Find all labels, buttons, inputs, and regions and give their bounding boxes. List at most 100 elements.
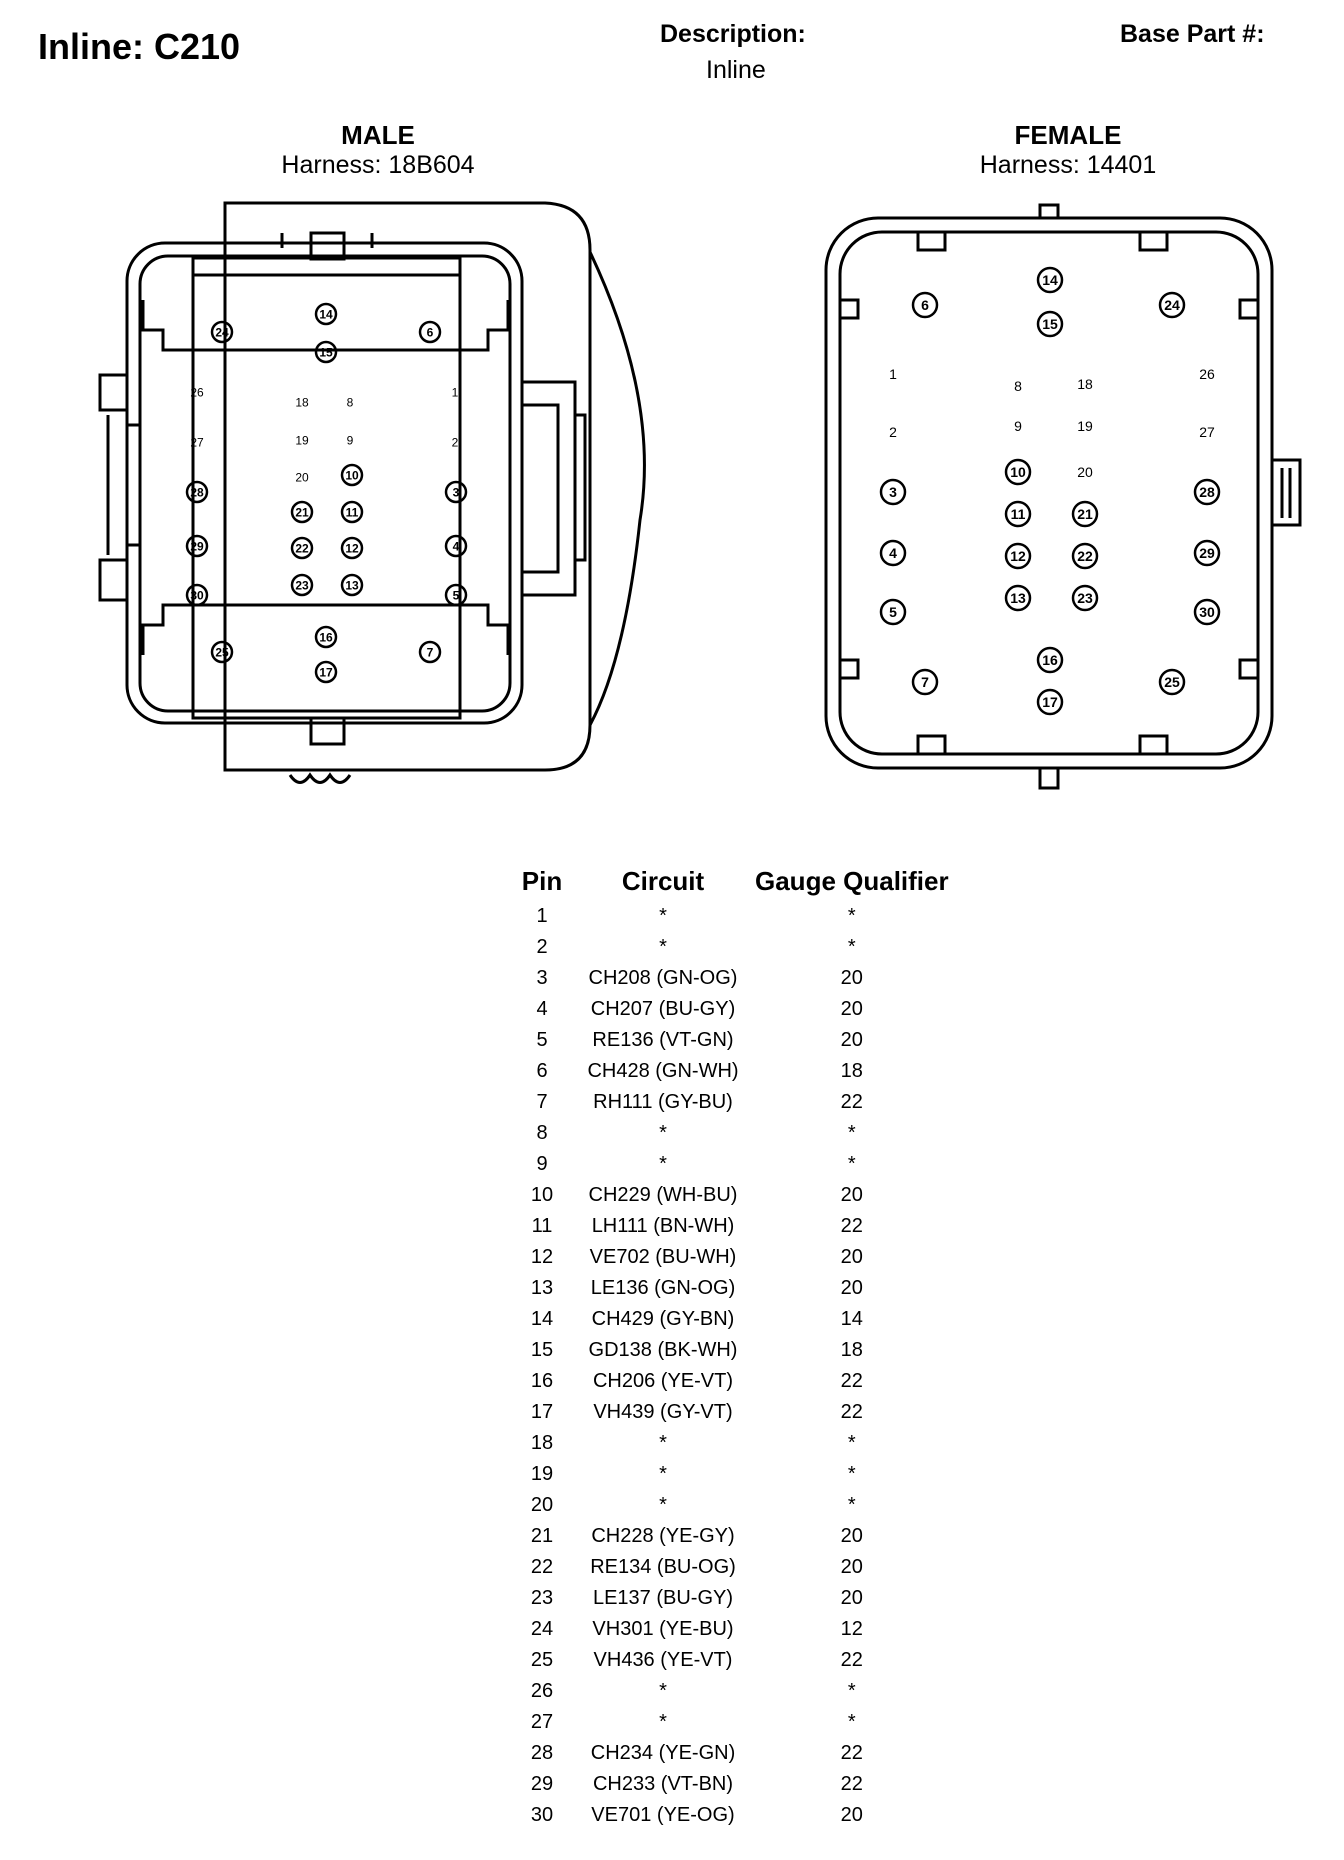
female-pin-11-circle xyxy=(1004,500,1032,528)
pin-number-cell: 13 xyxy=(530,1277,554,1299)
female-pin-22-label: 22 xyxy=(1077,548,1093,564)
circuit-cell: * xyxy=(659,1463,667,1485)
pin-number-cell: 29 xyxy=(530,1773,554,1795)
pin-number-cell: 20 xyxy=(530,1494,554,1516)
pin-number-cell: 5 xyxy=(536,1029,548,1051)
circuit-cell: * xyxy=(659,1153,667,1175)
circuit-cell: CH206 (YE-VT) xyxy=(592,1370,734,1392)
female-pin-18-label: 18 xyxy=(1077,376,1093,392)
male-pin-28-label: 28 xyxy=(190,485,204,499)
female-pin-13-label: 13 xyxy=(1010,590,1026,606)
female-pin-12-label: 12 xyxy=(1010,548,1026,564)
male-pin-28-circle xyxy=(185,480,209,504)
gauge-cell: 20 xyxy=(840,998,863,1020)
gauge-cell: * xyxy=(847,936,856,958)
male-pin-9-label: 9 xyxy=(347,433,354,447)
pin-number-cell: 8 xyxy=(536,1122,548,1144)
male-harness-label: Harness: 18B604 xyxy=(281,151,475,179)
gauge-cell: * xyxy=(847,905,856,927)
circuit-cell: RE134 (BU-OG) xyxy=(590,1556,736,1578)
table-header-row: Pin Circuit Gauge Qualifier xyxy=(505,866,957,901)
male-pin-5-label: 5 xyxy=(453,588,460,602)
female-connector-housing xyxy=(824,203,1302,790)
female-pin-30-circle xyxy=(1193,598,1221,626)
female-pin-9-label: 9 xyxy=(1014,418,1022,434)
male-pin-24-label: 24 xyxy=(215,325,229,339)
table-row: 26** xyxy=(505,1676,957,1707)
male-pin-17-label: 17 xyxy=(319,665,333,679)
circuit-cell: VE702 (BU-WH) xyxy=(589,1246,737,1268)
female-pin-23-label: 23 xyxy=(1077,590,1093,606)
circuit-cell: LE137 (BU-GY) xyxy=(592,1587,734,1609)
female-pin-12-circle xyxy=(1004,542,1032,570)
table-row: 19** xyxy=(505,1459,957,1490)
male-pin-10-label: 10 xyxy=(345,468,359,482)
female-pin-13-circle xyxy=(1004,584,1032,612)
gauge-cell: 12 xyxy=(840,1618,863,1640)
female-pin-30-label: 30 xyxy=(1199,604,1215,620)
female-pin-7-label: 7 xyxy=(921,674,929,690)
male-pin-17-circle xyxy=(314,660,338,684)
female-pin-28-label: 28 xyxy=(1199,484,1215,500)
female-pin-25-label: 25 xyxy=(1164,674,1180,690)
female-pin-4-circle xyxy=(879,539,907,567)
gauge-column-header: Gauge Qualifier xyxy=(755,866,949,896)
circuit-cell: * xyxy=(659,1122,667,1144)
male-pin-7-label: 7 xyxy=(427,645,434,659)
female-harness-label: Harness: 14401 xyxy=(979,151,1157,179)
female-pin-22-circle xyxy=(1071,542,1099,570)
gauge-cell: 20 xyxy=(840,1277,863,1299)
gauge-cell: 22 xyxy=(840,1370,863,1392)
pin-number-cell: 14 xyxy=(530,1308,554,1330)
female-pin-6-label: 6 xyxy=(921,297,929,313)
male-pin-7-circle xyxy=(418,640,442,664)
female-pin-10-circle xyxy=(1004,458,1032,486)
gauge-cell: * xyxy=(847,1432,856,1454)
pin-column-header: Pin xyxy=(521,866,563,896)
circuit-cell: CH208 (GN-OG) xyxy=(588,967,738,989)
male-pin-14-label: 14 xyxy=(319,307,333,321)
circuit-cell: VH439 (GY-VT) xyxy=(593,1401,733,1423)
female-pin-16-circle xyxy=(1036,646,1064,674)
male-pin-27-label: 27 xyxy=(190,435,204,449)
pin-number-cell: 25 xyxy=(530,1649,554,1671)
male-pin-30-circle xyxy=(185,583,209,607)
female-pin-11-label: 11 xyxy=(1011,506,1026,522)
female-pin-2-label: 2 xyxy=(889,424,897,440)
female-pin-28-circle xyxy=(1193,478,1221,506)
female-connector-label: FEMALE xyxy=(1014,120,1122,150)
male-pin-4-label: 4 xyxy=(453,539,460,553)
male-pin-23-label: 23 xyxy=(295,578,309,592)
gauge-cell: 20 xyxy=(840,967,863,989)
male-pin-13-label: 13 xyxy=(345,578,359,592)
female-pin-24-label: 24 xyxy=(1164,297,1180,313)
circuit-cell: CH207 (BU-GY) xyxy=(590,998,736,1020)
pin-number-cell: 11 xyxy=(531,1215,553,1237)
female-pin-24-circle xyxy=(1158,291,1186,319)
circuit-cell: * xyxy=(659,1711,667,1733)
pin-number-cell: 23 xyxy=(530,1587,554,1609)
circuit-cell: * xyxy=(659,936,667,958)
female-pin-layout: 3456710111213141516172122232425282930128… xyxy=(879,266,1221,716)
table-row: 1** xyxy=(505,901,957,932)
gauge-cell: 22 xyxy=(840,1401,863,1423)
male-pin-29-circle xyxy=(185,534,209,558)
pin-number-cell: 16 xyxy=(530,1370,554,1392)
gauge-cell: * xyxy=(847,1494,856,1516)
pin-number-cell: 28 xyxy=(530,1742,554,1764)
female-pin-14-circle xyxy=(1036,266,1064,294)
circuit-cell: * xyxy=(659,1432,667,1454)
female-pin-5-circle xyxy=(879,598,907,626)
male-pin-29-label: 29 xyxy=(190,539,204,553)
female-pin-26-label: 26 xyxy=(1199,366,1215,382)
